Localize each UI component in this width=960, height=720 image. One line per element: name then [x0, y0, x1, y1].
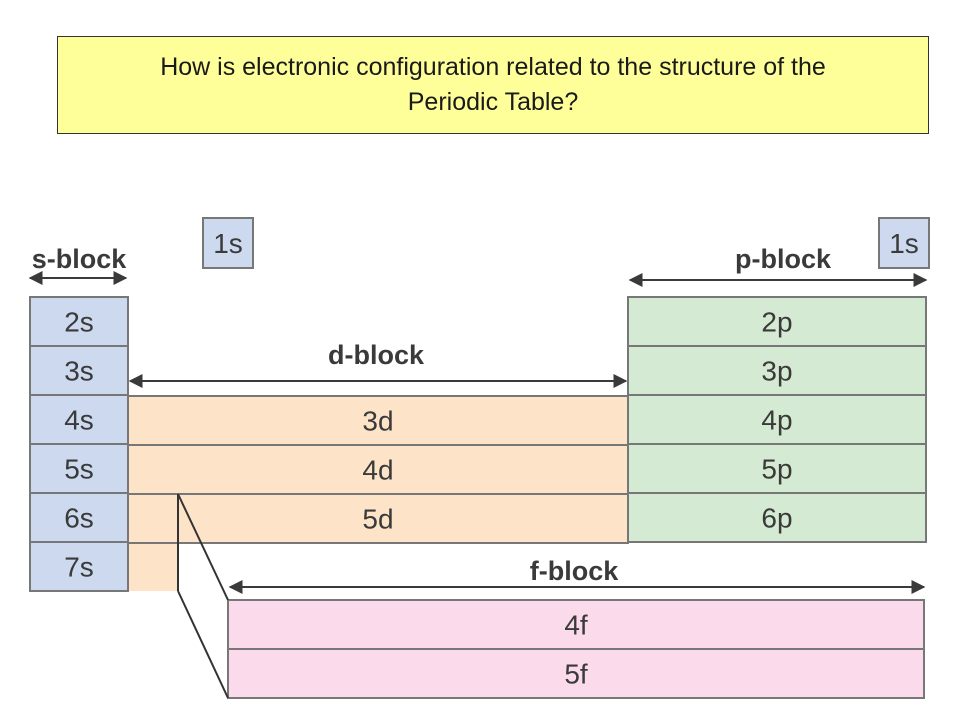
hydrogen-1s-left: 1s [202, 217, 254, 269]
question-box: How is electronic configuration related … [57, 36, 929, 134]
d-block-cell-label-3d: 3d [362, 406, 393, 437]
p-block-cell-label-3p: 3p [761, 356, 792, 387]
f-block-rows: 4f 5f [227, 599, 925, 699]
s-block-cell-label-5s: 5s [64, 454, 94, 485]
f-block-cell-5f [227, 648, 925, 699]
s-block-cell-label-2s: 2s [64, 307, 94, 338]
s-block-label: s-block [32, 244, 128, 274]
hydrogen-1s-right-box [878, 217, 930, 269]
d-block-label: d-block [328, 340, 425, 370]
f-block-connector-top [177, 493, 229, 601]
d-block-cell-label-5d: 5d [362, 504, 393, 535]
hydrogen-1s-left-box [202, 217, 254, 269]
s-block-cell-3s [29, 345, 129, 396]
f-block-cell-label-5f: 5f [564, 659, 588, 690]
s-block-cell-label-7s: 7s [64, 552, 94, 583]
p-block-cell-label-5p: 5p [761, 454, 792, 485]
hydrogen-1s-right: 1s [878, 217, 930, 269]
p-block-rows: 2p 3p 4p 5p 6p [627, 296, 927, 543]
f-block-label: f-block [530, 556, 619, 586]
hydrogen-1s-right-label: 1s [889, 228, 919, 259]
d-block-cell-label-4d: 4d [362, 455, 393, 486]
s-block-cell-label-4s: 4s [64, 405, 94, 436]
p-block-cell-4p [627, 394, 927, 445]
d-block-rows: 3d 4d 5d [127, 395, 629, 544]
f-block-connector-diagonal [177, 590, 229, 699]
s-block-cell-label-6s: 6s [64, 503, 94, 534]
p-block-cell-2p [627, 296, 927, 347]
s-block-cell-7s [29, 541, 129, 592]
hydrogen-1s-left-label: 1s [213, 228, 243, 259]
p-block-label: p-block [735, 244, 832, 274]
s-block-cell-label-3s: 3s [64, 356, 94, 387]
s-block-cell-5s [29, 443, 129, 494]
p-block-cell-label-2p: 2p [761, 307, 792, 338]
p-block-cell-5p [627, 443, 927, 494]
p-block-cell-6p [627, 492, 927, 543]
d-block-cell-4d [127, 444, 629, 495]
question-text: How is electronic configuration related … [160, 53, 826, 116]
s-block-column: 2s 3s 4s 5s 6s 7s [29, 296, 129, 592]
p-block-cell-label-4p: 4p [761, 405, 792, 436]
f-block-cell-4f [227, 599, 925, 650]
p-block-cell-label-6p: 6p [761, 503, 792, 534]
p-block-cell-3p [627, 345, 927, 396]
f-block-cell-label-4f: 4f [564, 610, 588, 641]
